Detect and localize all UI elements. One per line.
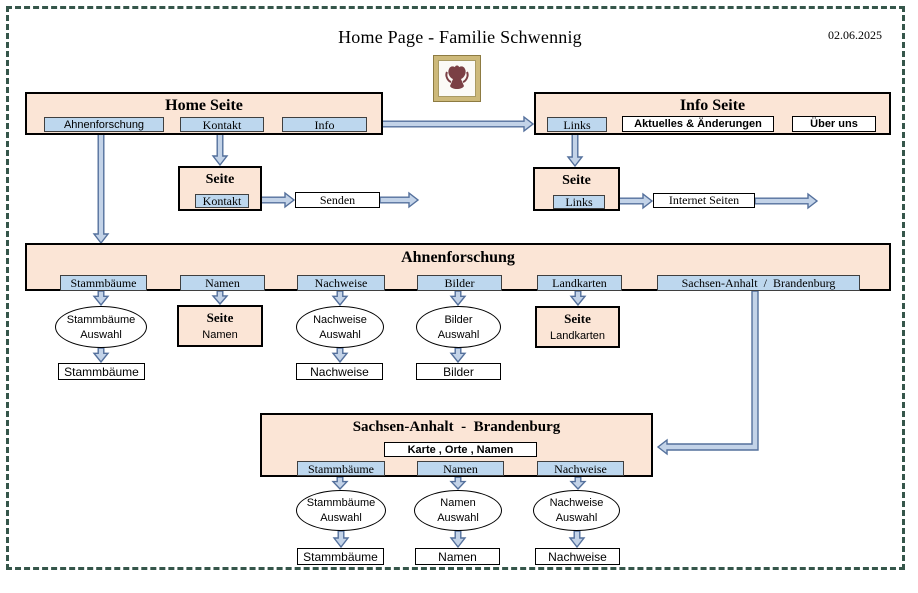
flow-arrow <box>449 290 467 307</box>
flow-arrow <box>92 347 110 364</box>
seite-kontakt-title: Seite <box>205 172 235 187</box>
button-sb-nachweise[interactable]: Nachweise <box>537 461 624 476</box>
senden-box[interactable]: Senden <box>295 192 380 208</box>
seite-links-title: Seite <box>562 173 591 188</box>
ellipse-label: Auswahl <box>320 512 362 524</box>
ellipse-label: Namen <box>440 497 476 509</box>
ellipse-label: Auswahl <box>80 328 122 341</box>
flow-arrow <box>449 347 467 364</box>
button-ahnenforschung[interactable]: Ahnenforschung <box>44 117 164 132</box>
button-links-page[interactable]: Links <box>553 195 605 209</box>
flow-arrow <box>211 132 229 167</box>
flow-arrow <box>379 191 420 209</box>
seite-landkarten-label: Landkarten <box>549 330 606 342</box>
date-label: 02.06.2025 <box>828 28 882 42</box>
result-box-bilder: Bilder <box>416 363 501 380</box>
seite-landkarten-title: Seite <box>564 311 591 326</box>
ellipse-label: Auswahl <box>437 512 479 524</box>
ellipse-label: Auswahl <box>437 328 480 341</box>
seite-namen-label: Namen <box>202 329 238 341</box>
button-bilder[interactable]: Bilder <box>417 275 502 291</box>
flow-arrow <box>569 290 587 307</box>
flow-arrow <box>92 290 110 307</box>
ellipse-label: Nachweise <box>313 313 367 326</box>
flow-arrow <box>449 476 467 491</box>
result-box-sb-stammbaeume: Stammbäume <box>297 548 384 565</box>
button-namen[interactable]: Namen <box>180 275 265 291</box>
seite-kontakt-panel: Seite Kontakt <box>178 166 262 211</box>
ellipse-stammbaeume-auswahl: Stammbäume Auswahl <box>55 306 147 348</box>
button-karte-orte-namen[interactable]: Karte , Orte , Namen <box>384 442 537 457</box>
flow-arrow <box>656 290 759 456</box>
button-sb-stammbaeume[interactable]: Stammbäume <box>297 461 385 476</box>
flow-arrow <box>211 290 229 306</box>
flow-arrow <box>566 132 584 168</box>
ahnenforschung-panel: Ahnenforschung Stammbäume Namen Nachweis… <box>25 243 891 291</box>
ellipse-bilder-auswahl: Bilder Auswahl <box>416 306 501 348</box>
button-sachsen-anhalt-brandenburg[interactable]: Sachsen-Anhalt / Brandenburg <box>657 275 860 291</box>
ellipse-sb-nachweise-auswahl: Nachweise Auswahl <box>533 490 620 531</box>
ellipse-label: Bilder <box>444 313 473 326</box>
page-title: Home Page - Familie Schwennig <box>338 27 582 47</box>
flow-arrow <box>754 192 819 210</box>
flow-arrow <box>92 132 110 245</box>
ellipse-label: Auswahl <box>555 512 598 524</box>
flow-arrow <box>332 530 350 549</box>
flow-arrow <box>331 347 349 364</box>
info-seite-panel: Info Seite Links Aktuelles & Änderungen … <box>534 92 891 135</box>
button-stammbaeume[interactable]: Stammbäume <box>60 275 147 291</box>
button-sb-namen[interactable]: Namen <box>417 461 504 476</box>
ellipse-label: Stammbäume <box>66 313 136 326</box>
seite-links-panel: Seite Links <box>533 167 620 211</box>
button-nachweise[interactable]: Nachweise <box>297 275 385 291</box>
result-box-sb-nachweise: Nachweise <box>535 548 620 565</box>
sachsen-brandenburg-title: Sachsen-Anhalt - Brandenburg <box>352 419 561 435</box>
flow-arrow <box>359 115 535 133</box>
ellipse-label: Nachweise <box>549 497 604 509</box>
ellipse-sb-namen-auswahl: Namen Auswahl <box>414 490 502 531</box>
button-ueber-uns[interactable]: Über uns <box>792 116 876 132</box>
flow-arrow <box>331 476 349 491</box>
crest-image <box>438 60 476 97</box>
button-kontakt-page[interactable]: Kontakt <box>195 194 249 208</box>
info-seite-title: Info Seite <box>679 97 746 114</box>
button-kontakt[interactable]: Kontakt <box>180 117 264 132</box>
result-box-sb-namen: Namen <box>415 548 500 565</box>
ellipse-label: Stammbäume <box>306 497 376 509</box>
flow-arrow <box>331 290 349 307</box>
flow-arrow <box>449 530 467 549</box>
button-landkarten[interactable]: Landkarten <box>537 275 622 291</box>
home-seite-panel: Home Seite Ahnenforschung Kontakt Info <box>25 92 383 135</box>
flow-arrow <box>568 530 586 549</box>
internet-seiten-box[interactable]: Internet Seiten <box>653 193 755 208</box>
result-box-stammbaeume: Stammbäume <box>58 363 145 380</box>
ellipse-label: Auswahl <box>319 328 361 341</box>
seite-namen-title: Seite <box>206 310 234 325</box>
ahnenforschung-title: Ahnenforschung <box>401 249 515 266</box>
seite-landkarten-panel: Seite Landkarten <box>535 306 620 348</box>
flow-arrow <box>569 476 587 491</box>
home-seite-title: Home Seite <box>165 97 243 114</box>
sachsen-brandenburg-panel: Sachsen-Anhalt - Brandenburg Karte , Ort… <box>260 413 653 477</box>
ellipse-nachweise-auswahl: Nachweise Auswahl <box>296 306 384 348</box>
button-aktuelles-aenderungen[interactable]: Aktuelles & Änderungen <box>622 116 774 132</box>
coat-of-arms-glyph <box>445 65 469 89</box>
seite-namen-panel: Seite Namen <box>177 305 263 347</box>
result-box-nachweise: Nachweise <box>296 363 383 380</box>
button-info[interactable]: Info <box>282 117 367 132</box>
family-coat-of-arms-icon <box>433 55 481 102</box>
ellipse-sb-stammbaeume-auswahl: Stammbäume Auswahl <box>296 490 386 531</box>
button-links[interactable]: Links <box>547 117 607 132</box>
